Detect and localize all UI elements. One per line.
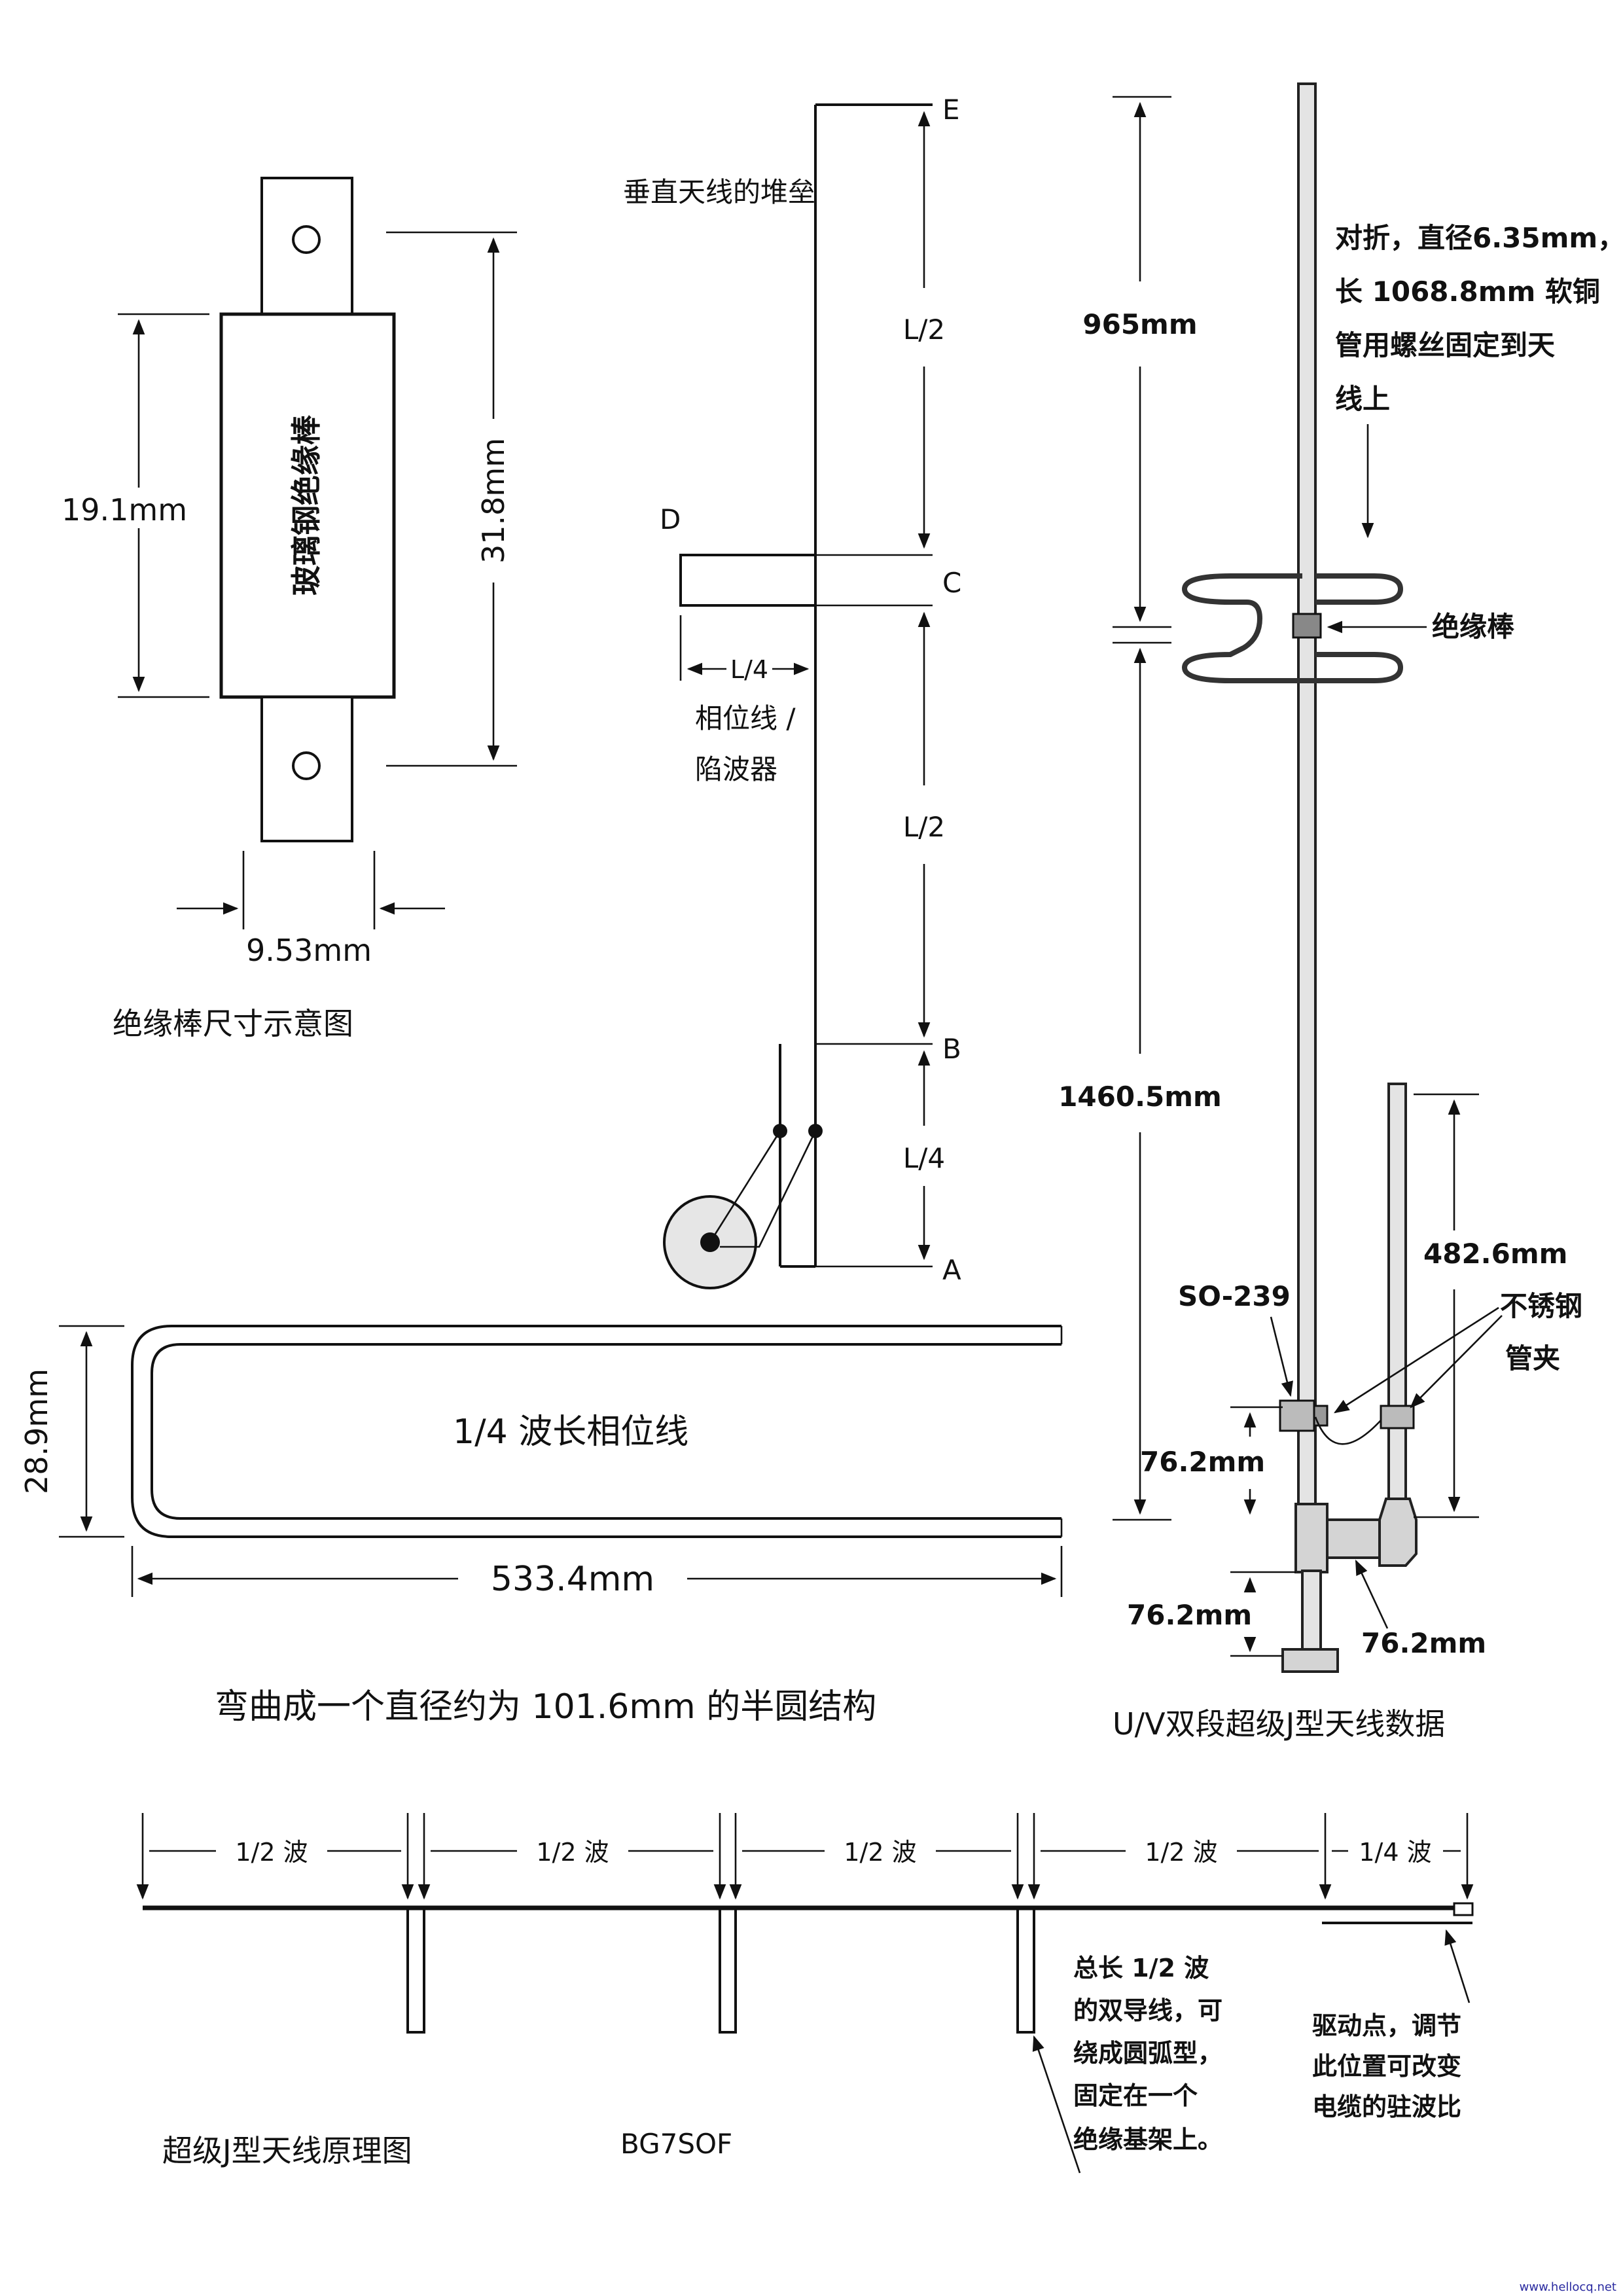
- point-e: E: [942, 94, 960, 126]
- stub-note-4: 固定在一个: [1073, 2081, 1198, 2110]
- phasing-dim-height: 28.9mm: [19, 1369, 54, 1494]
- elbow-fitting: [1378, 1498, 1418, 1567]
- point-b: B: [942, 1033, 961, 1065]
- insulator-caption: 绝缘棒尺寸示意图: [113, 1006, 353, 1041]
- insulator-coil: [1181, 573, 1404, 683]
- watermark: www.hellocq.net: [1520, 2280, 1616, 2294]
- segment-label-5: 1/4 波: [1359, 1838, 1431, 1867]
- uv-jpole-figure: 绝缘棒 对折，直径6.35mm， 长 1068.8mm 软铜 管用螺丝固定到天 …: [1058, 82, 1623, 1742]
- principle-stub-3: [1016, 1908, 1035, 2034]
- uv-dim-base: 76.2mm: [1127, 1599, 1252, 1631]
- main-radiator-upper: [1297, 82, 1317, 622]
- stub-note-1: 总长 1/2 波: [1073, 1954, 1209, 1982]
- principle-stub-2: [719, 1908, 737, 2034]
- uv-dim-feed: 76.2mm: [1140, 1446, 1265, 1478]
- uv-note-4: 线上: [1335, 383, 1390, 415]
- upper-half-wave-label: L/2: [903, 314, 945, 346]
- feed-note-2: 此位置可改变: [1312, 2052, 1461, 2081]
- stub-clamp: [1380, 1405, 1415, 1429]
- uv-insulator-label: 绝缘棒: [1432, 611, 1515, 643]
- tee-horizontal: [1326, 1518, 1381, 1559]
- segment-label-2: 1/2 波: [536, 1838, 609, 1867]
- insulator-block: [1292, 613, 1322, 639]
- phasing-stub: [679, 554, 815, 607]
- principle-feed-box: [1453, 1902, 1474, 1916]
- phasing-label-2: 陷波器: [695, 753, 777, 785]
- stub-quarter-label: L/4: [730, 655, 768, 684]
- insulator-dim-total: 31.8mm: [476, 438, 511, 564]
- feed-wire: [1314, 1416, 1382, 1445]
- uv-dim-tee: 76.2mm: [1361, 1627, 1486, 1659]
- uv-dim-main: 1460.5mm: [1058, 1081, 1222, 1113]
- lower-half-wave-label: L/2: [903, 811, 945, 843]
- insulator-body-label: 玻璃钢绝缘棒: [289, 414, 324, 596]
- uv-note-1: 对折，直径6.35mm，: [1335, 222, 1623, 254]
- base-pipe: [1301, 1570, 1322, 1651]
- stub-note-3: 绕成圆弧型，: [1073, 2039, 1222, 2068]
- point-a: A: [942, 1254, 961, 1286]
- bottom-quarter-label: L/4: [903, 1142, 945, 1174]
- insulator-top-hole: [292, 225, 321, 254]
- insulator-body: [219, 312, 396, 699]
- phasing-dim-length: 533.4mm: [491, 1560, 654, 1599]
- segment-label-4: 1/2 波: [1145, 1838, 1217, 1867]
- uv-clamp-label-1: 不锈钢: [1500, 1290, 1582, 1322]
- uv-note-2: 长 1068.8mm 软铜: [1335, 276, 1600, 308]
- point-c: C: [942, 567, 961, 599]
- segment-label-3: 1/2 波: [844, 1838, 916, 1867]
- principle-author: BG7SOF: [620, 2128, 732, 2160]
- uv-note-3: 管用螺丝固定到天: [1335, 329, 1555, 361]
- tee-fitting: [1294, 1503, 1329, 1573]
- stacked-vertical-figure: 垂直天线的堆垒 E D C L/2 L/4 相位线 / 陷波器 L/2 B A: [623, 94, 961, 1289]
- stub-note-2: 的双导线，可: [1073, 1996, 1222, 2025]
- uv-connector-label: SO-239: [1178, 1280, 1291, 1312]
- stub-note-5: 绝缘基架上。: [1073, 2125, 1222, 2154]
- uv-clamp-label-2: 管夹: [1505, 1342, 1560, 1374]
- insulator-dim-width: 9.53mm: [246, 933, 372, 968]
- insulator-figure: 玻璃钢绝缘棒 19.1mm 31.8mm 9.53mm 绝缘棒尺寸示意图: [52, 177, 517, 1041]
- so239-connector: [1279, 1399, 1315, 1432]
- feed-note-1: 驱动点，调节: [1312, 2011, 1461, 2040]
- uv-dim-stub: 482.6mm: [1423, 1238, 1567, 1270]
- phasing-caption: 弯曲成一个直径约为 101.6mm 的半圆结构: [215, 1687, 876, 1727]
- insulator-bottom-hole: [292, 751, 321, 780]
- stacked-title: 垂直天线的堆垒: [623, 176, 815, 208]
- principle-stub-1: [406, 1908, 425, 2034]
- insulator-dim-height: 19.1mm: [62, 492, 187, 528]
- feed-note-3: 电缆的驻波比: [1312, 2092, 1461, 2121]
- segment-label-1: 1/2 波: [235, 1838, 308, 1867]
- uv-caption: U/V双段超级J型天线数据: [1113, 1706, 1445, 1742]
- base-plate: [1281, 1648, 1339, 1673]
- phasing-line-figure: 1/4 波长相位线 28.9mm 533.4mm 弯曲成一个直径约为 101.6…: [13, 1325, 1063, 1727]
- phasing-label-1: 相位线 /: [695, 702, 796, 734]
- stub-element: [1387, 1083, 1407, 1501]
- point-d: D: [660, 503, 681, 535]
- principle-caption: 超级J型天线原理图: [162, 2133, 412, 2168]
- phasing-line-label: 1/4 波长相位线: [453, 1412, 688, 1452]
- uv-dim-top: 965mm: [1082, 308, 1197, 340]
- phasing-line-tube: [131, 1325, 1061, 1538]
- principle-figure: 1/2 波 1/2 波 1/2 波 1/2 波 1/4 波 总长 1/2 波 的…: [136, 1813, 1474, 2174]
